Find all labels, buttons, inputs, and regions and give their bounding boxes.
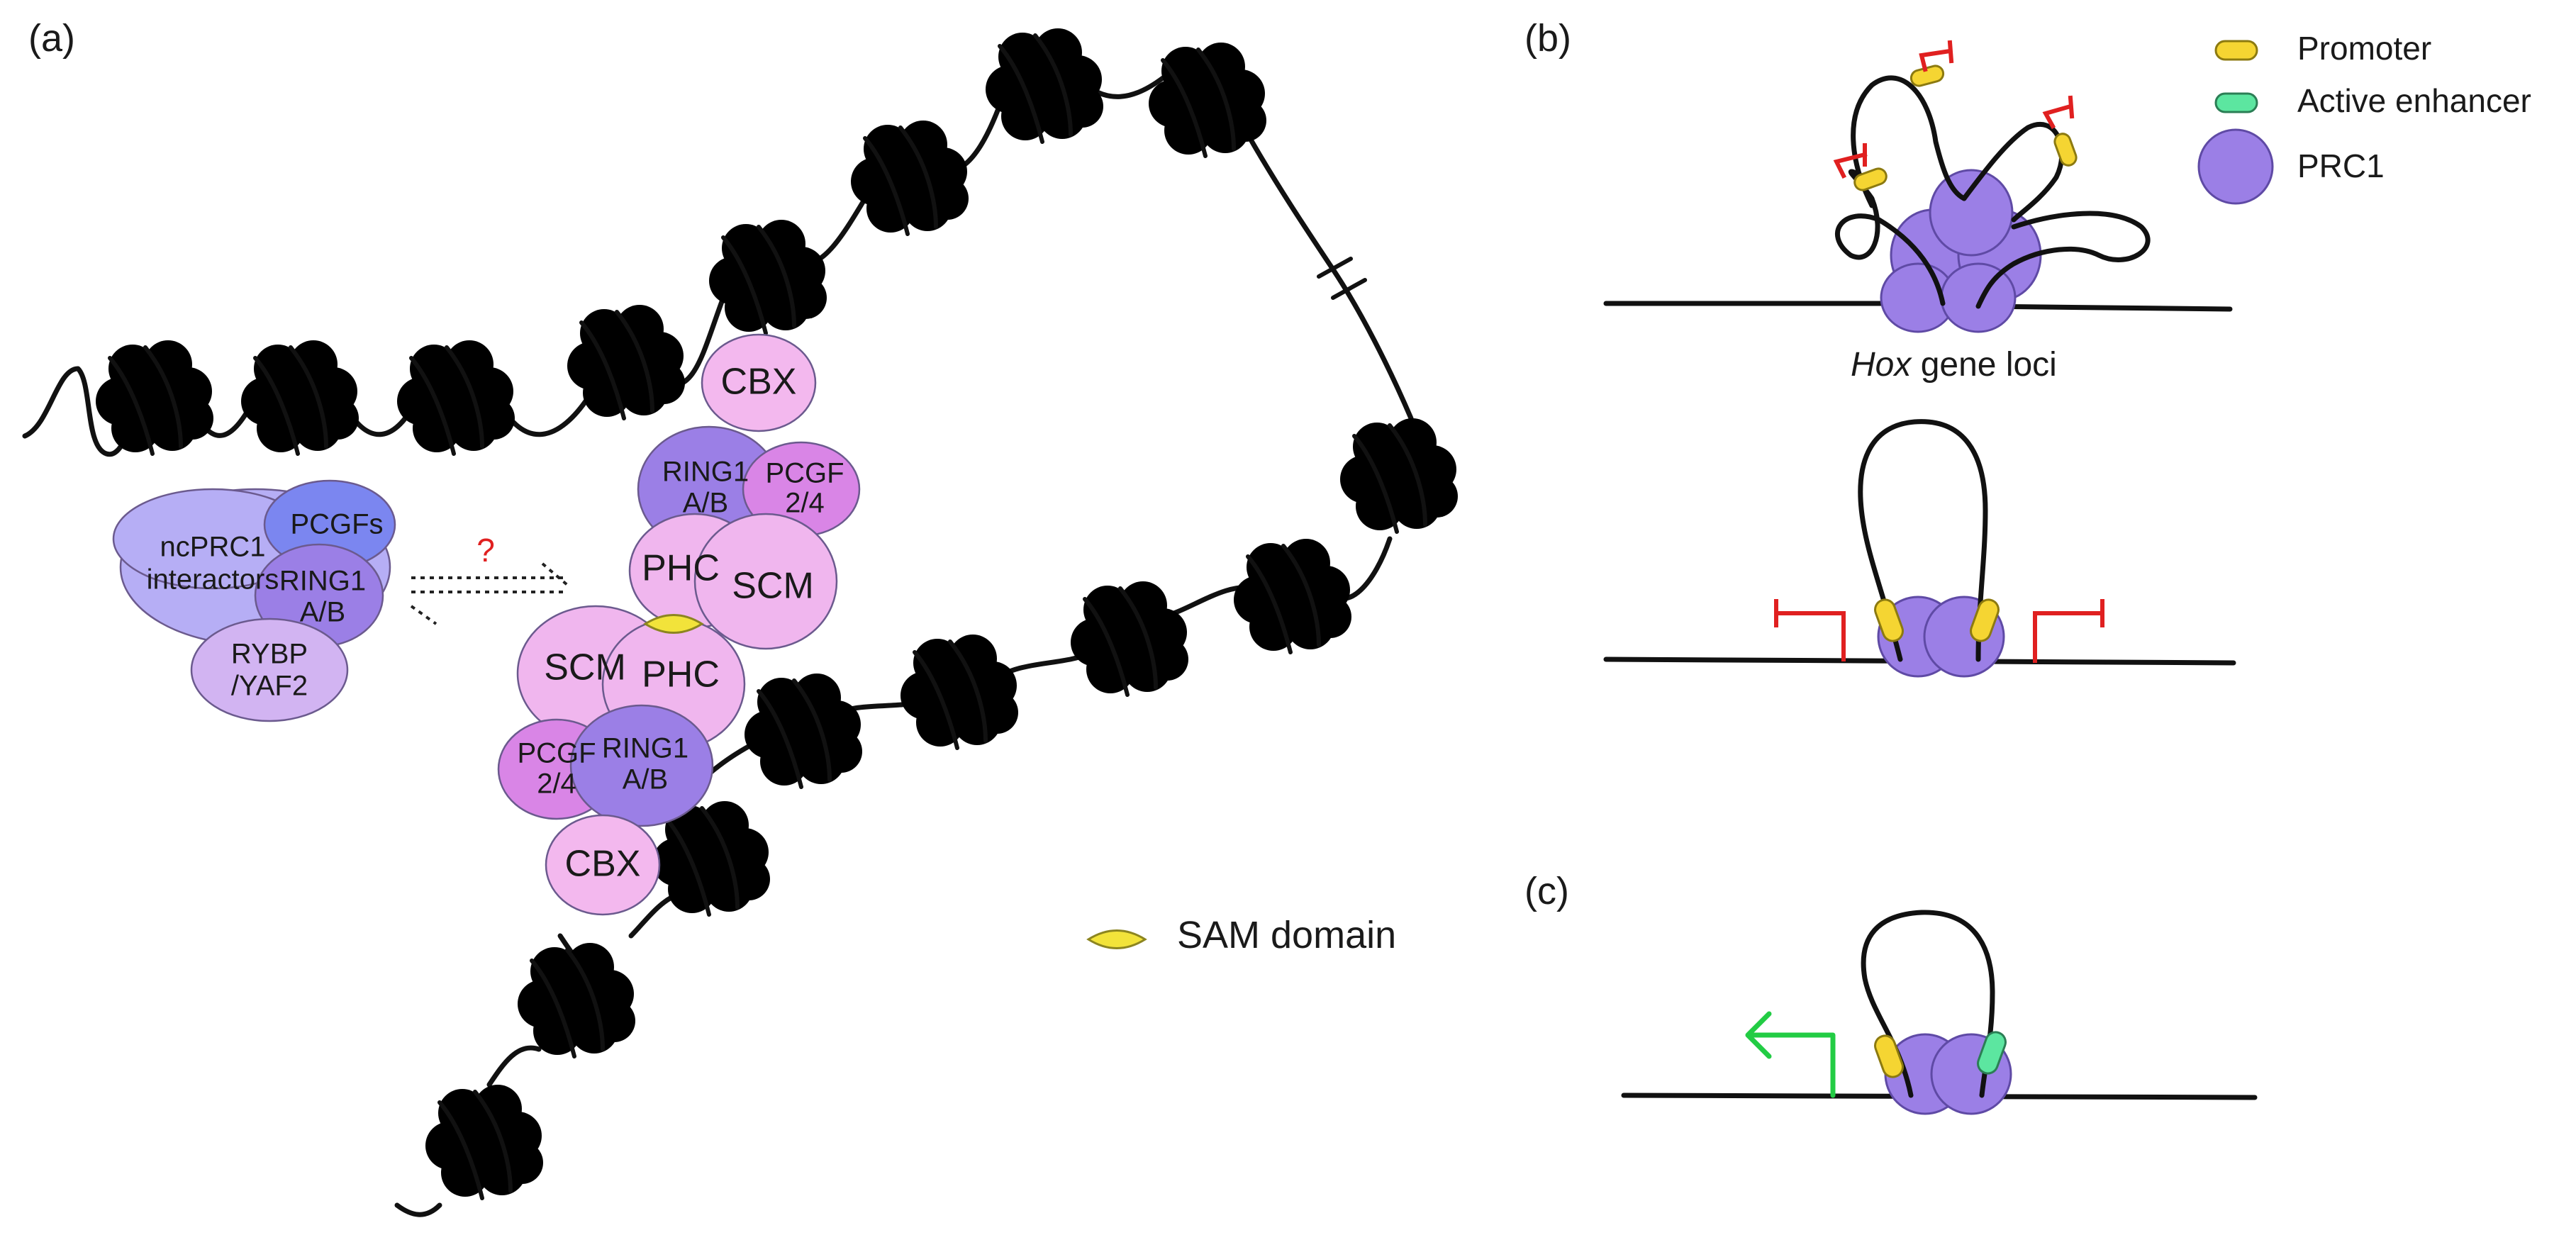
nucleosome [518,943,635,1058]
panel-label-b: (b) [1524,17,1571,60]
pcgf-top-label-2: 2/4 [785,488,825,519]
ring1-bottom-label-2: A/B [623,764,668,795]
sam-legend: SAM domain [1086,914,1396,956]
nucleosome [745,674,862,789]
cbx-label-top: CBX [721,362,797,403]
panel-label-c: (c) [1524,870,1569,912]
ring1-top-label-1: RING1 [662,457,749,488]
ring1-protein-bottom [569,704,714,827]
nucleosome [1340,418,1458,534]
ncprc1-label-1: ncPRC1 [160,532,266,563]
cprc1-complex: CBX RING1 A/B PCGF 2/4 PHC SCM SCM PHC P… [497,333,861,916]
pcgf-bottom-label-2: 2/4 [537,769,576,800]
rybp-protein [190,618,349,722]
ring1-left-label-2: A/B [300,597,345,628]
phc-label-bottom: PHC [642,654,720,695]
exchange-arrows: ? [410,532,569,625]
sam-legend-label: SAM domain [1177,914,1396,956]
nucleosome [1071,581,1188,697]
nucleosome [1149,43,1266,158]
panel-label-a: (a) [28,17,75,60]
cbx-protein-bottom [545,814,661,916]
scm-label-bottom: SCM [544,647,626,688]
pcgf-top-label-1: PCGF [765,458,844,489]
rybp-label-2: /YAF2 [231,671,308,702]
nucleosome [425,1085,543,1200]
rybp-label-1: RYBP [231,639,308,670]
ring1-top-label-2: A/B [683,488,728,519]
scm-label-top: SCM [732,566,814,607]
ring1-bottom-label-1: RING1 [602,733,688,764]
nucleosome [709,220,827,335]
nucleosome [901,635,1018,750]
legend: Promoter Active enhancer PRC1 [2197,30,2531,205]
nucleosome [851,121,969,236]
sam-legend-icon [1086,929,1147,949]
nucleosome [1234,539,1351,654]
pcgf-bottom-label-1: PCGF [517,738,596,769]
activation-arrow [1745,1011,1836,1098]
enhancer-legend-icon [2214,92,2258,113]
ring1-left-label-1: RING1 [279,566,366,597]
sam-domain-icon [643,614,704,634]
nucleosome [567,305,685,420]
hox-label: Hox gene loci [1851,346,2057,384]
nucleosomes [96,28,1458,1200]
nucleosome [96,340,213,456]
cbx-label-bottom: CBX [565,844,641,885]
cbx-protein-top [701,333,817,432]
scm-protein-top [693,513,838,650]
ncprc1-label-2: interactors [147,564,279,596]
legend-promoter: Promoter [2297,30,2431,67]
ncprc1-complex: ncPRC1 interactors PCGFs RING1 A/B RYBP … [112,479,396,722]
question-mark: ? [476,532,495,569]
nucleosome [397,340,515,456]
phc-label-top: PHC [642,548,720,589]
promoter-loop-diagram [1603,419,2236,678]
nucleosome [241,340,359,456]
prc1-legend-icon [2197,128,2274,205]
pcgfs-label: PCGFs [290,509,383,540]
nucleosome [652,801,770,917]
promoter-legend-icon [2214,40,2258,61]
enhancer-loop-diagram [1621,910,2258,1115]
nucleosome [986,28,1103,144]
hox-locus-diagram: Hox gene loci [1603,40,2233,384]
legend-prc1: PRC1 [2297,147,2385,184]
legend-active-enhancer: Active enhancer [2297,82,2531,119]
